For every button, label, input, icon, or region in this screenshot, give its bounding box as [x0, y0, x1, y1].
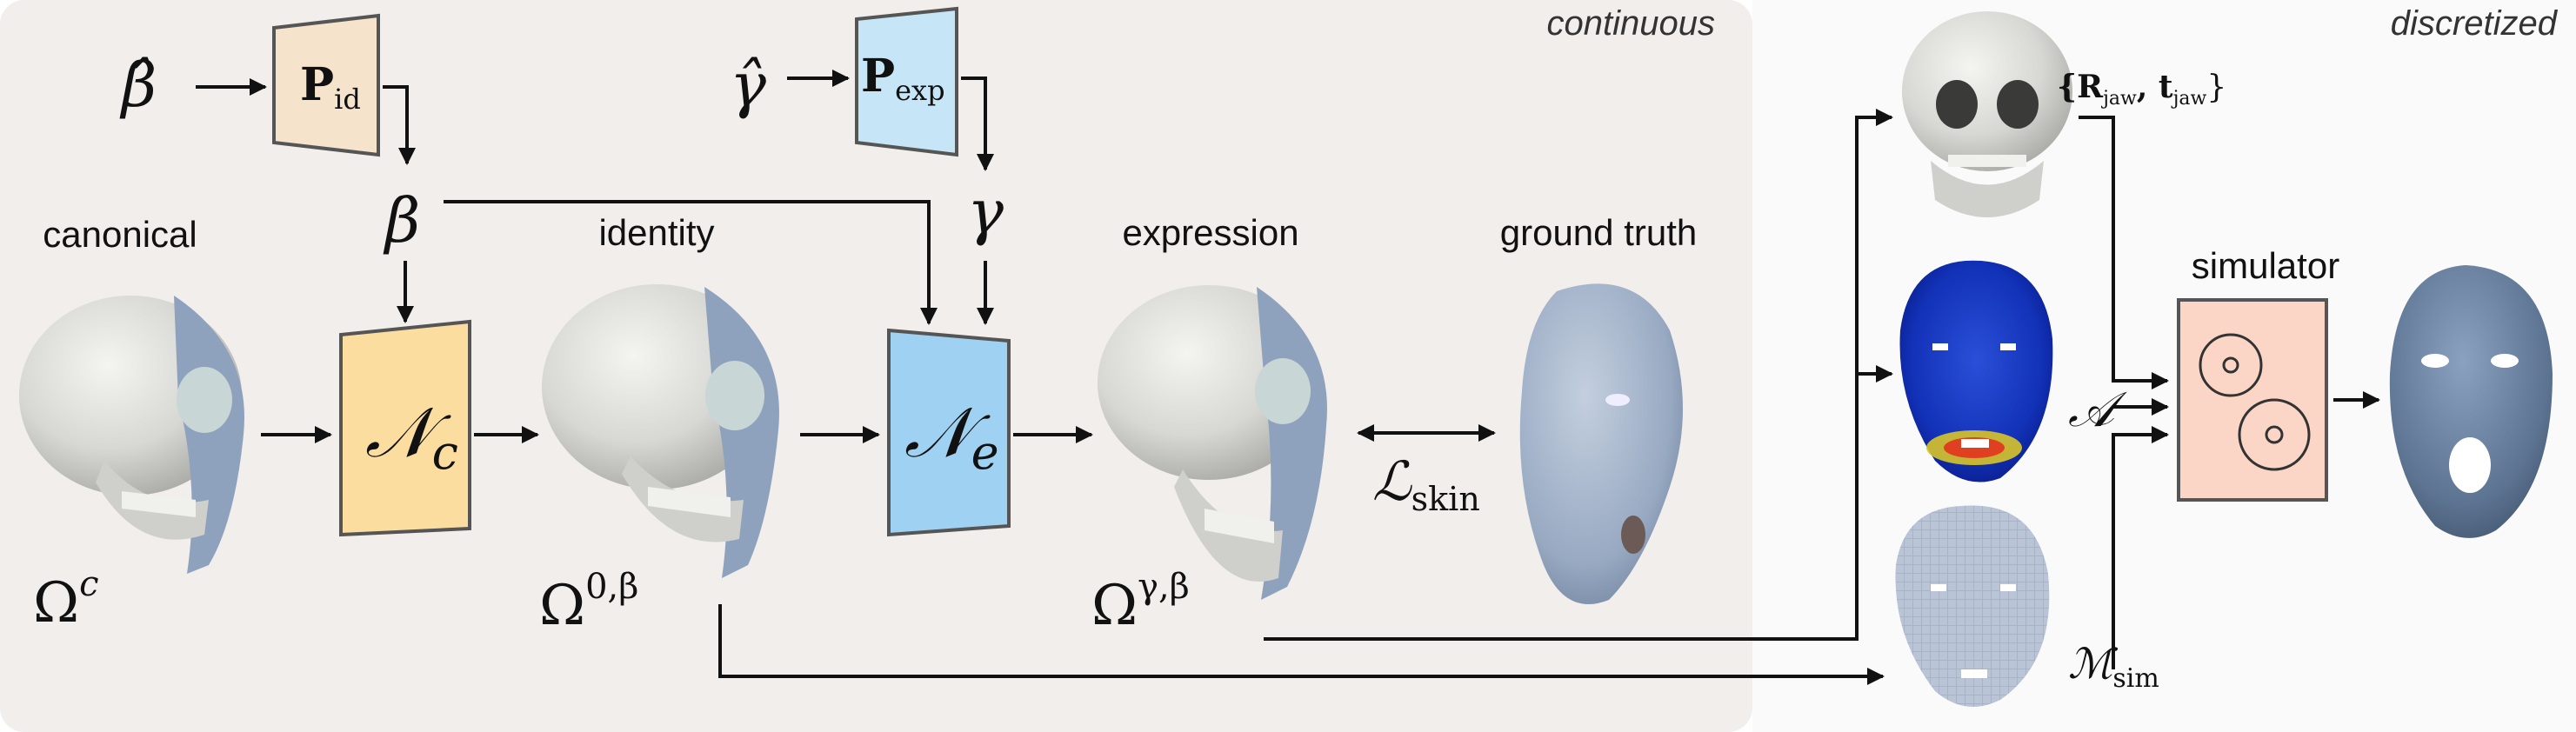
beta-hat-symbol: β̂ [119, 50, 157, 121]
gear-icon [2199, 333, 2311, 471]
gamma-symbol: γ [967, 176, 1004, 248]
arrow-pexp-to-gamma [961, 77, 994, 171]
canonical-skull-image [19, 296, 244, 574]
arrow-identity-to-sim-mesh [718, 604, 1885, 685]
simulator-box [2177, 298, 2328, 502]
arrow-mesh-to-simulator [2112, 426, 2169, 669]
omega-expression-symbol: Ωγ,β [1091, 567, 1190, 638]
arrow-expression-to-jaw [1264, 109, 1893, 641]
identity-skull-image [542, 284, 779, 578]
n-c-trapezoid [339, 319, 471, 537]
ground-truth-label: ground truth [1500, 212, 1698, 253]
m-sim-symbol: ℳsim [2068, 640, 2159, 694]
n-e-trapezoid [887, 328, 1011, 537]
ground-truth-face-image [1519, 283, 1683, 604]
l-skin-symbol: ℒskin [1372, 449, 1480, 518]
omega-c-symbol: Ωc [33, 564, 98, 636]
arrow-pid-to-beta [383, 85, 416, 165]
simulated-face-image [2389, 265, 2553, 538]
expression-label: expression [1122, 212, 1298, 253]
attention-heatmap-image [1899, 260, 2053, 482]
expression-skull-image [1098, 285, 1327, 600]
jaw-transform-symbol: {Rjaw, tjaw} [2057, 69, 2226, 110]
beta-symbol: β [383, 185, 420, 256]
discretized-label: discretized [2391, 4, 2559, 43]
jaw-skull-image [1902, 11, 2072, 217]
continuous-label: continuous [1547, 4, 1715, 43]
simulation-mesh-image [1895, 505, 2050, 707]
omega-identity-symbol: Ω0,β [539, 567, 638, 638]
p-id-label: Pid [300, 58, 361, 116]
canonical-label: canonical [43, 214, 197, 255]
arrow-jaw-to-simulator [2079, 116, 2169, 389]
p-exp-trapezoid [855, 6, 958, 157]
identity-label: identity [598, 212, 714, 253]
p-id-trapezoid [272, 13, 380, 157]
gamma-hat-symbol: γ̂ [730, 50, 766, 121]
continuous-region [0, 0, 1752, 732]
simulator-label: simulator [2192, 245, 2339, 286]
arrow-beta-to-ne [444, 200, 938, 325]
p-exp-label: Pexp [861, 50, 945, 107]
